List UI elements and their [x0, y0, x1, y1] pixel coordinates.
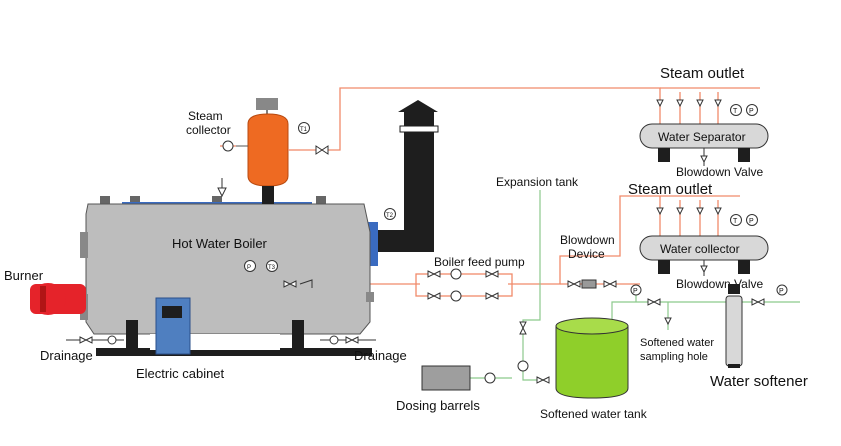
feed-pump-label: Boiler feed pump	[434, 255, 525, 269]
water-separator-label: Water Separator	[658, 130, 746, 144]
pump-icon	[517, 360, 529, 372]
water-softener-label: Water softener	[710, 373, 808, 390]
pressure-gauge-icon	[244, 260, 256, 272]
drainage-right: Drainage	[320, 335, 407, 363]
instrument-t-top: T	[733, 108, 738, 115]
blowdown-device-label-1: Blowdown	[560, 233, 615, 247]
steam-outlet-mid-label: Steam outlet	[628, 181, 713, 198]
softened-water-tank: Softened water tank	[536, 317, 648, 421]
sampling-hole: P Softened water sampling hole	[630, 284, 714, 363]
instrument-p-softener: P	[779, 288, 784, 295]
thermometer-icon	[384, 208, 396, 220]
check-valve-icon	[299, 279, 313, 288]
dosing-barrels: Dosing barrels	[396, 321, 529, 413]
blowdown-device: Blowdown Device	[560, 233, 617, 289]
instrument-t3: T3	[268, 265, 276, 271]
blowdown-valve-mid-label: Blowdown Valve	[676, 277, 763, 291]
instrument-t-mid: T	[733, 218, 738, 225]
boiler-feed-pump: Boiler feed pump	[427, 255, 525, 302]
pump-icon	[484, 372, 496, 384]
safety-valve-icon	[217, 187, 227, 198]
pump-icon	[450, 268, 462, 280]
sampling-label-2: sampling hole	[640, 351, 708, 363]
water-collector-label: Water collector	[660, 242, 740, 256]
thermometer-icon	[266, 260, 278, 272]
steam-collector: Steam collector T1	[186, 98, 329, 204]
instrument-p-sampling: P	[633, 288, 638, 295]
instrument-p-boiler: P	[247, 265, 251, 271]
instrument-p-top: P	[749, 108, 754, 115]
blowdown-device-label-2: Device	[568, 247, 605, 261]
instrument-t1: T1	[300, 127, 308, 133]
expansion-tank-label: Expansion tank	[496, 175, 579, 189]
valve-icon	[315, 145, 323, 155]
drainage-left-label: Drainage	[40, 348, 93, 363]
electric-cabinet-label: Electric cabinet	[136, 366, 225, 381]
electric-cabinet: Electric cabinet	[136, 297, 225, 381]
hot-water-boiler: Hot Water Boiler	[80, 196, 374, 356]
instrument-p-mid: P	[749, 218, 754, 225]
steam-collector-label-1: Steam	[188, 109, 223, 123]
instrument-t2: T2	[386, 213, 394, 219]
valve-icon	[288, 280, 297, 288]
water-collector: Steam outlet Water collector Blowdown Va…	[628, 181, 769, 291]
sampling-label-1: Softened water	[640, 337, 714, 349]
burner-label: Burner	[4, 268, 44, 283]
burner: Burner	[4, 268, 86, 315]
water-separator: Steam outlet Water Separator Blowdown Va…	[639, 65, 769, 179]
valve-icon	[321, 145, 329, 155]
pressure-gauge-icon	[222, 140, 234, 152]
dosing-barrels-label: Dosing barrels	[396, 398, 480, 413]
blowdown-valve-top-label: Blowdown Valve	[676, 165, 763, 179]
thermometer-icon	[298, 122, 310, 134]
pump-icon	[450, 290, 462, 302]
valve-icon	[283, 280, 292, 288]
water-softener: P Water softener	[710, 284, 808, 390]
boiler-label: Hot Water Boiler	[172, 236, 268, 251]
chimney	[368, 100, 439, 266]
steam-collector-label-2: collector	[186, 123, 231, 137]
drainage-left: Drainage	[40, 335, 124, 363]
boiler-instruments: T2 P T3	[244, 208, 396, 288]
steam-outlet-top-label: Steam outlet	[660, 65, 745, 82]
drainage-right-label: Drainage	[354, 348, 407, 363]
softened-water-tank-label: Softened water tank	[540, 407, 648, 421]
